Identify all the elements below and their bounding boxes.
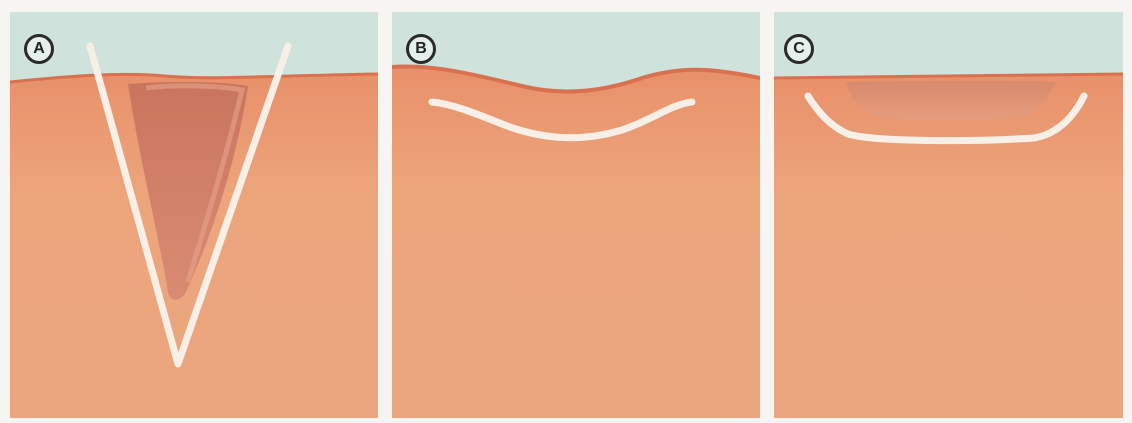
panel-label: C [793, 40, 805, 58]
panel-b: B [392, 12, 760, 418]
panel-label-badge: C [784, 34, 814, 64]
panel-a-illustration [10, 12, 378, 418]
panel-c-illustration [774, 12, 1123, 418]
panel-a: A [10, 12, 378, 418]
shave-excision-cavity [846, 81, 1056, 121]
skin-tissue [774, 74, 1123, 418]
panel-b-illustration [392, 12, 760, 418]
panel-label-badge: A [24, 34, 54, 64]
panel-label-badge: B [406, 34, 436, 64]
panel-label: A [33, 40, 45, 58]
panel-c: C [774, 12, 1123, 418]
panel-label: B [415, 40, 427, 58]
skin-tissue [392, 66, 760, 418]
